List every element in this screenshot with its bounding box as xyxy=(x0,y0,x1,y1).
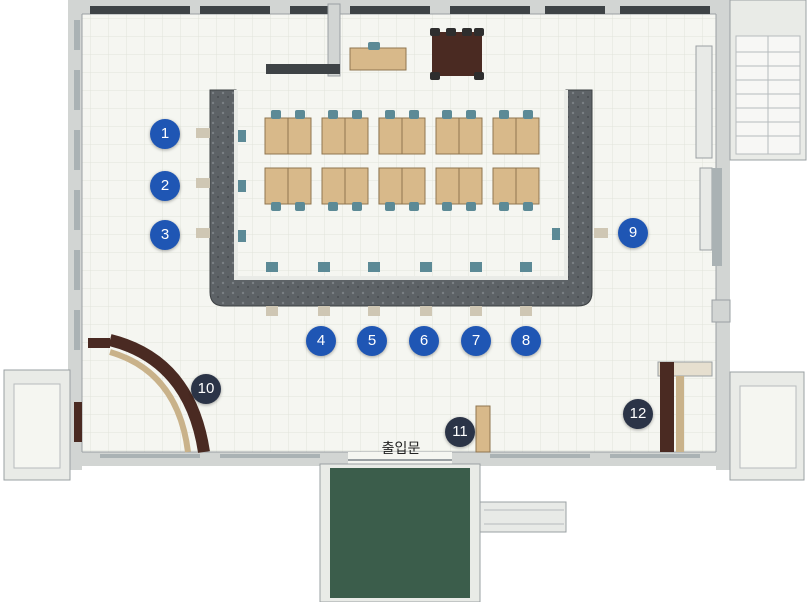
entrance-mat xyxy=(330,468,470,598)
chair-icon xyxy=(442,202,452,211)
zone-marker-7[interactable]: 7 xyxy=(461,326,491,356)
chair-icon xyxy=(499,202,509,211)
chair-icon xyxy=(271,202,281,211)
zone-marker-9[interactable]: 9 xyxy=(618,218,648,248)
wall-right xyxy=(716,0,730,470)
zone-marker-12[interactable]: 12 xyxy=(623,399,653,429)
counter-bottom-stations xyxy=(266,262,532,316)
chair-icon xyxy=(271,110,281,119)
zone-marker-3[interactable]: 3 xyxy=(150,220,180,250)
chair-icon xyxy=(295,202,305,211)
chair-icon xyxy=(466,202,476,211)
reception-desk-top xyxy=(349,47,407,71)
chair-icon xyxy=(466,110,476,119)
top-cabinets xyxy=(90,6,710,14)
chair-icon xyxy=(328,110,338,119)
chair-icon xyxy=(328,202,338,211)
chair-icon xyxy=(409,202,419,211)
chair-icon xyxy=(385,202,395,211)
counter-left-stations xyxy=(196,128,246,242)
zone-marker-5[interactable]: 5 xyxy=(357,326,387,356)
meeting-table xyxy=(432,32,482,76)
chair-icon xyxy=(523,202,533,211)
zone-marker-6[interactable]: 6 xyxy=(409,326,439,356)
chair-icon xyxy=(295,110,305,119)
bottom-windows xyxy=(100,454,700,458)
curved-counter xyxy=(108,334,210,453)
chair-icon xyxy=(352,202,362,211)
left-windows xyxy=(74,20,80,350)
desk-11 xyxy=(475,405,491,453)
zone-marker-2[interactable]: 2 xyxy=(150,171,180,201)
zone-marker-1[interactable]: 1 xyxy=(150,119,180,149)
right-shelves xyxy=(695,45,713,251)
zone-marker-8[interactable]: 8 xyxy=(511,326,541,356)
zone-marker-4[interactable]: 4 xyxy=(306,326,336,356)
chair-icon xyxy=(442,110,452,119)
ramp xyxy=(479,501,567,533)
partition-top xyxy=(327,3,341,77)
entrance-label: 출입문 xyxy=(381,441,421,457)
chair-icon xyxy=(499,110,509,119)
chair-icon xyxy=(352,110,362,119)
chair-icon xyxy=(385,110,395,119)
desk-clusters xyxy=(264,110,540,211)
zone-marker-10[interactable]: 10 xyxy=(191,374,221,404)
chair-icon xyxy=(409,110,419,119)
chair-icon xyxy=(523,110,533,119)
wall-left xyxy=(68,0,82,470)
zone-marker-11[interactable]: 11 xyxy=(445,417,475,447)
u-counter xyxy=(209,89,593,307)
stairs xyxy=(735,35,801,155)
